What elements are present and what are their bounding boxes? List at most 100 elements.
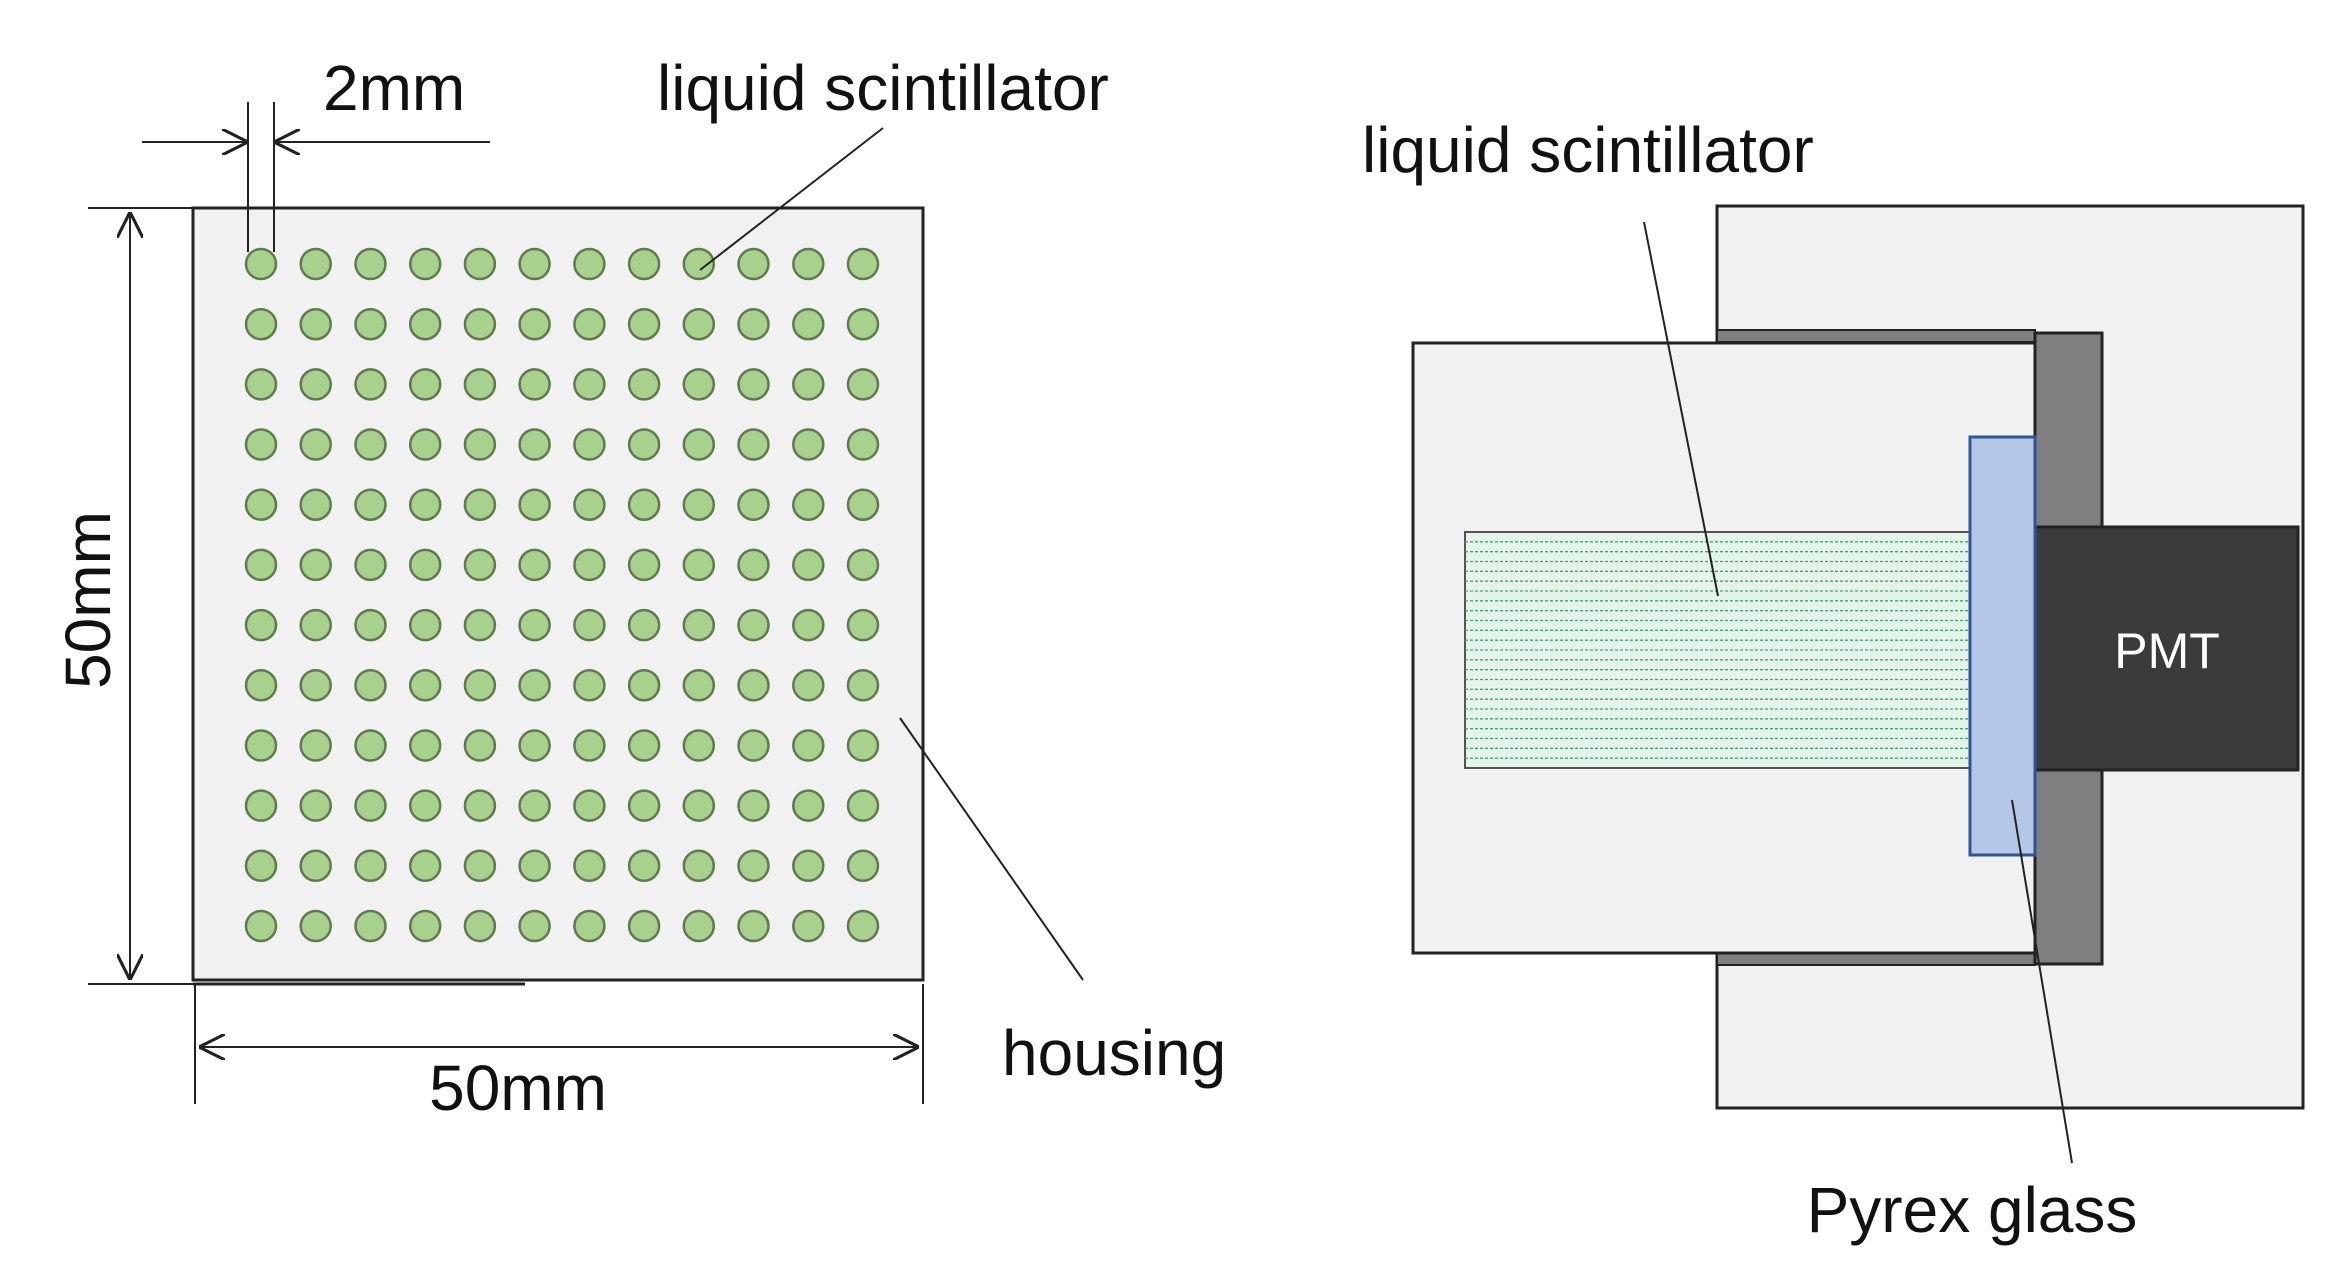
scintillator-cell — [682, 849, 716, 883]
scintillator-cell — [354, 909, 387, 943]
scintillator-cell — [463, 428, 497, 461]
scintillator-cell — [846, 307, 880, 341]
scintillator-cell — [682, 307, 716, 341]
scintillator-cell — [573, 669, 606, 702]
scintillator-cell — [792, 428, 825, 461]
scintillator-cell — [408, 729, 442, 762]
clamp-top — [2033, 331, 2104, 529]
scintillator-cell — [299, 247, 332, 281]
width-label: 50mm — [429, 1052, 607, 1124]
scintillator-cell — [354, 307, 387, 341]
scintillator-cell — [846, 548, 880, 582]
scintillator-cell — [737, 368, 770, 401]
scintillator-cell — [518, 247, 551, 281]
scintillator-cell — [408, 849, 442, 883]
pmt-label: PMT — [2114, 623, 2220, 679]
housing-label: housing — [1002, 1017, 1226, 1089]
scintillator-cell — [792, 789, 825, 822]
left-view: 2mm liquid scintillator 50mm 50mm housin… — [52, 52, 1226, 1124]
scintillator-cell — [682, 789, 716, 822]
scintillator-cell — [408, 669, 442, 702]
scintillator-cell — [408, 247, 442, 281]
scintillator-cell — [354, 428, 387, 461]
scintillator-cell — [573, 729, 606, 762]
scintillator-cell — [299, 307, 332, 341]
scintillator-cell — [627, 488, 661, 521]
scintillator-cell — [244, 909, 278, 943]
scintillator-cell — [792, 307, 825, 341]
scintillator-cell — [408, 548, 442, 582]
scintillator-cell — [846, 909, 880, 943]
scintillator-cell — [299, 909, 332, 943]
scintillator-cell — [354, 669, 387, 702]
scintillator-cell — [244, 488, 278, 521]
scintillator-cell — [846, 729, 880, 762]
scintillator-cell — [573, 307, 606, 341]
scintillator-cell — [792, 368, 825, 401]
scintillator-cell — [244, 548, 278, 582]
scintillator-cell — [244, 669, 278, 702]
housing-leader — [899, 717, 1084, 981]
scintillator-cell — [299, 428, 332, 461]
scintillator-cell — [354, 608, 387, 642]
scintillator-cell — [682, 729, 716, 762]
scintillator-cell — [354, 849, 387, 883]
scintillator-leader-left — [699, 127, 884, 271]
scintillator-cell — [463, 789, 497, 822]
scintillator-cell — [299, 789, 332, 822]
scintillator-cell — [846, 669, 880, 702]
pitch-label: 2mm — [323, 52, 465, 124]
scintillator-cell — [627, 368, 661, 401]
scintillator-cell — [737, 789, 770, 822]
clamp-rim-bottom — [1716, 952, 2036, 966]
scintillator-cell — [518, 368, 551, 401]
pmt — [2033, 525, 2300, 772]
scintillator-cell — [354, 729, 387, 762]
scintillator-cell — [737, 548, 770, 582]
scintillator-cell — [792, 849, 825, 883]
scintillator-cell — [573, 608, 606, 642]
pitch-dimension: 2mm — [142, 52, 490, 252]
scintillator-cell — [573, 909, 606, 943]
scintillator-cell — [299, 849, 332, 883]
scintillator-cell — [792, 909, 825, 943]
scintillator-cell — [682, 608, 716, 642]
scintillator-label-right: liquid scintillator — [1362, 114, 1814, 186]
scintillator-cell — [408, 608, 442, 642]
scintillator-cell — [846, 849, 880, 883]
scintillator-cell — [244, 789, 278, 822]
scintillator-cell — [573, 789, 606, 822]
scintillator-cell — [354, 488, 387, 521]
scintillator-cell-grid — [244, 247, 880, 943]
scintillator-cell — [408, 428, 442, 461]
scintillator-cell — [354, 789, 387, 822]
scintillator-cell — [518, 488, 551, 521]
scintillator-cell — [737, 669, 770, 702]
scintillator-cell — [627, 548, 661, 582]
scintillator-cell — [408, 909, 442, 943]
scintillator-cell — [846, 247, 880, 281]
scintillator-cell — [627, 428, 661, 461]
scintillator-cell — [354, 368, 387, 401]
scintillator-cell — [573, 849, 606, 883]
scintillator-cell — [299, 488, 332, 521]
scintillator-cell — [627, 909, 661, 943]
glass-label: Pyrex glass — [1807, 1174, 2138, 1246]
scintillator-cell — [518, 307, 551, 341]
scintillator-cell — [518, 608, 551, 642]
scintillator-cell — [737, 307, 770, 341]
scintillator-cell — [244, 608, 278, 642]
scintillator-cell — [463, 307, 497, 341]
scintillator-cell — [792, 247, 825, 281]
scintillator-cell — [846, 488, 880, 521]
scintillator-cell — [792, 608, 825, 642]
scintillator-cell — [463, 909, 497, 943]
scintillator-cell — [737, 849, 770, 883]
scintillator-fiber-bundle — [1464, 531, 1971, 769]
scintillator-cell — [299, 669, 332, 702]
scintillator-cell — [408, 307, 442, 341]
scintillator-cell — [737, 909, 770, 943]
scintillator-cell — [244, 368, 278, 401]
scintillator-cell — [627, 608, 661, 642]
scintillator-cell — [518, 428, 551, 461]
